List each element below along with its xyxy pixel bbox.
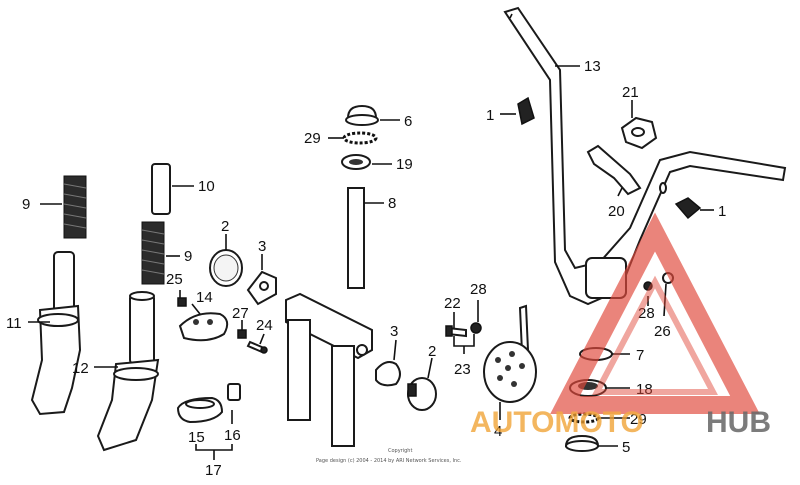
callout-10: 10: [198, 178, 215, 195]
watermark-triangle-icon: [550, 212, 760, 414]
callout-9: 9: [22, 196, 30, 213]
fork-leg-left: [30, 251, 82, 416]
reflector-plate: [483, 304, 537, 403]
callout-3: 3: [258, 238, 266, 255]
bolt-22: [445, 325, 467, 338]
callout-25: 25: [166, 271, 183, 288]
callout-17: 17: [205, 462, 222, 479]
bearing-race: [341, 154, 371, 170]
callout-6: 6: [404, 113, 412, 130]
watermark-text-hub: HUB: [706, 406, 771, 439]
reflector-left: [209, 249, 243, 287]
nut-28-right: [643, 281, 653, 291]
callout-2: 2: [428, 343, 436, 360]
screw-25: [177, 297, 187, 307]
copyright-line: Page design (c) 2004 - 2014 by ARI Netwo…: [316, 458, 462, 464]
callout-3: 3: [390, 323, 398, 340]
callout-8: 8: [388, 195, 396, 212]
reflector-stay: [178, 312, 229, 342]
callout-21: 21: [622, 84, 639, 101]
callout-4: 4: [494, 423, 502, 440]
copyright-title: Copyright: [388, 448, 412, 454]
bolt-24: [246, 340, 268, 354]
callout-29: 29: [630, 411, 647, 428]
callout-27: 27: [232, 305, 249, 322]
reflector-right: [407, 377, 437, 411]
callout-labels: 13 1 21 6 29 19 8 10 9 9 2 3 25 14 27 24…: [6, 58, 726, 479]
clamp-nut: [227, 383, 241, 401]
callout-19: 19: [396, 156, 413, 173]
callout-28: 28: [470, 281, 487, 298]
callout-20: 20: [608, 203, 625, 220]
callout-29: 29: [304, 130, 321, 147]
callout-12: 12: [72, 360, 89, 377]
reflector-case-right: [375, 361, 401, 387]
handle-grip-left: [517, 96, 535, 126]
callout-22: 22: [444, 295, 461, 312]
nut-28: [470, 322, 482, 334]
callout-14: 14: [196, 289, 213, 306]
callout-16: 16: [224, 427, 241, 444]
callout-11: 11: [6, 315, 22, 332]
leader-lines: [28, 65, 714, 460]
bearing-cone-5: [564, 434, 600, 452]
fork-spring-right: [141, 221, 165, 285]
fork-spring-left: [63, 175, 87, 239]
steering-stem: [285, 187, 373, 447]
nut: [620, 116, 658, 150]
callout-28: 28: [638, 305, 655, 322]
fork-leg-right: [96, 291, 160, 452]
spacer-tube: [151, 163, 171, 215]
steel-ball-ring: [342, 131, 378, 145]
steering-bearing-cap: [345, 104, 379, 126]
headlight-clamp: [176, 396, 224, 424]
callout-5: 5: [622, 439, 630, 456]
callout-7: 7: [636, 347, 644, 364]
reflector-case-left: [246, 270, 277, 306]
callout-2: 2: [221, 218, 229, 235]
callout-24: 24: [256, 317, 273, 334]
callout-26: 26: [654, 323, 671, 340]
callout-15: 15: [188, 429, 205, 446]
callout-9: 9: [184, 248, 192, 265]
nut-27: [237, 329, 247, 339]
handlebar-bracket: [586, 144, 642, 196]
callout-23: 23: [454, 361, 471, 378]
watermark-text-auto: AUTOMOTO: [470, 406, 644, 439]
callout-1: 1: [718, 203, 726, 220]
callout-13: 13: [584, 58, 601, 75]
watermark-logo: AUTOMOTO HUB: [470, 212, 771, 439]
callout-18: 18: [636, 381, 653, 398]
callout-1: 1: [486, 107, 494, 124]
handle-grip-right: [674, 197, 702, 220]
